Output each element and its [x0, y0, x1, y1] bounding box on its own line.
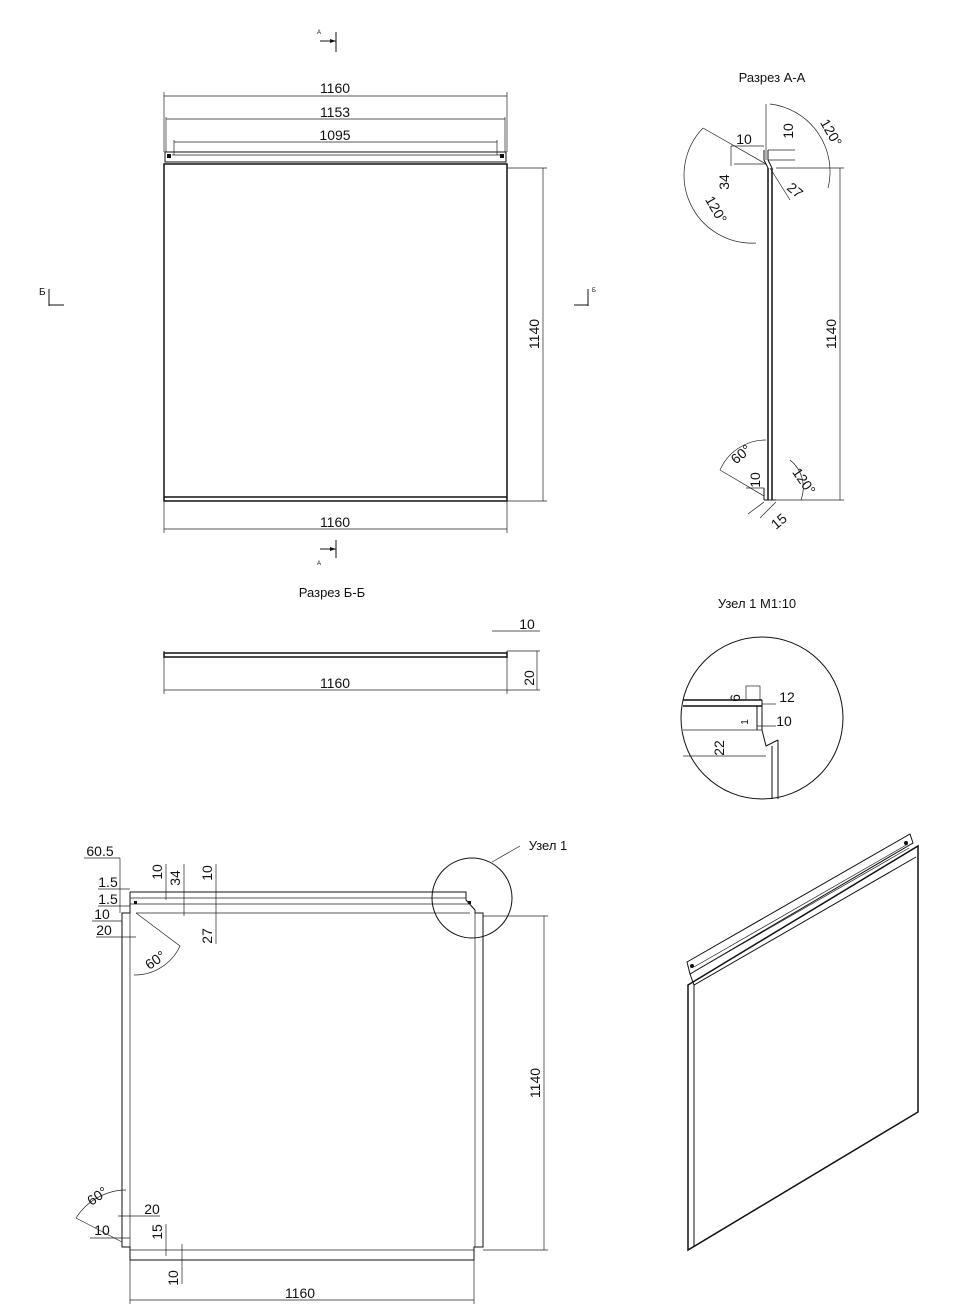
detail-callout-circle [431, 857, 513, 939]
dim-width-bottom: 1160 [320, 514, 350, 530]
angle-top-left: 120° [702, 193, 730, 226]
panel-outline [163, 163, 508, 502]
dim-width-overall: 1160 [320, 80, 350, 96]
dim-10-top: 10 [149, 864, 165, 880]
dim-top-w: 10 [736, 131, 752, 147]
dim-height: 1140 [823, 319, 839, 349]
section-bb-profile [163, 652, 508, 658]
section-aa: Разрез А-А 10 10 34 27 120° 120° 1140 [683, 70, 846, 532]
angle-top: 60° [142, 947, 169, 972]
detail-1: Узел 1 М1:10 6 12 10 1 22 [680, 596, 844, 800]
section-bb-title: Разрез Б-Б [299, 585, 365, 600]
dim-height: 1140 [527, 1068, 543, 1098]
section-letter: А [317, 561, 321, 567]
flat-pattern: Узел 1 60.5 1.5 1.5 10 20 10 34 10 27 60… [75, 838, 568, 1304]
dim-10-bottom: 10 [165, 1270, 181, 1286]
angle-top-right: 120° [817, 116, 845, 149]
front-view: А А Б Б 1160 [39, 30, 596, 567]
dim-10-top2: 10 [199, 865, 215, 881]
dim-b: 12 [779, 689, 795, 705]
dim-1-5-b: 1.5 [98, 891, 118, 907]
dim-bottom-flange: 15 [768, 510, 790, 532]
dim-20-bottom: 20 [144, 1201, 160, 1217]
isometric-view [686, 833, 919, 1252]
dim-depth: 20 [521, 670, 537, 686]
dim-1-5-a: 1.5 [98, 874, 118, 890]
dim-60-5: 60.5 [86, 843, 113, 859]
dim-20-left: 20 [96, 922, 112, 938]
section-letter: Б [39, 287, 46, 298]
dim-top-h: 10 [780, 123, 796, 139]
section-mark-a-top: А [317, 30, 337, 52]
detail-1-title: Узел 1 М1:10 [718, 596, 796, 611]
dim-height: 1140 [526, 319, 542, 349]
dim-a: 6 [727, 694, 743, 702]
angle-bottom-left: 60° [728, 441, 755, 467]
dim-27: 27 [199, 928, 215, 944]
dim-bottom-w: 10 [747, 472, 763, 488]
dim-d: 22 [711, 740, 727, 756]
dim-c: 10 [776, 713, 792, 729]
top-rail [164, 151, 507, 163]
dim-e: 1 [740, 719, 751, 725]
detail-callout-label: Узел 1 [529, 838, 568, 853]
dim-34-top: 34 [167, 870, 183, 886]
section-mark-b-left: Б [39, 287, 64, 306]
section-bb: Разрез Б-Б 1160 10 20 [163, 585, 540, 694]
dim-lip: 10 [519, 616, 535, 632]
section-mark-a-bottom: А [317, 540, 337, 567]
section-aa-title: Разрез А-А [739, 70, 806, 85]
section-letter: А [317, 30, 321, 36]
dim-width-inner: 1095 [319, 127, 350, 143]
dim-width: 1160 [285, 1285, 315, 1301]
section-letter: Б [592, 288, 596, 294]
angle-bottom-right: 120° [789, 465, 819, 498]
dim-width: 1160 [320, 675, 350, 691]
dim-10-left: 10 [94, 906, 110, 922]
dim-10-bottom-left: 10 [94, 1222, 110, 1238]
detail-circle [680, 636, 844, 800]
dim-offset: 27 [784, 179, 806, 201]
dim-flange: 34 [716, 174, 732, 190]
section-mark-b-right: Б [574, 288, 596, 306]
dim-15-bottom: 15 [149, 1224, 165, 1240]
dim-width-mid: 1153 [320, 104, 350, 120]
